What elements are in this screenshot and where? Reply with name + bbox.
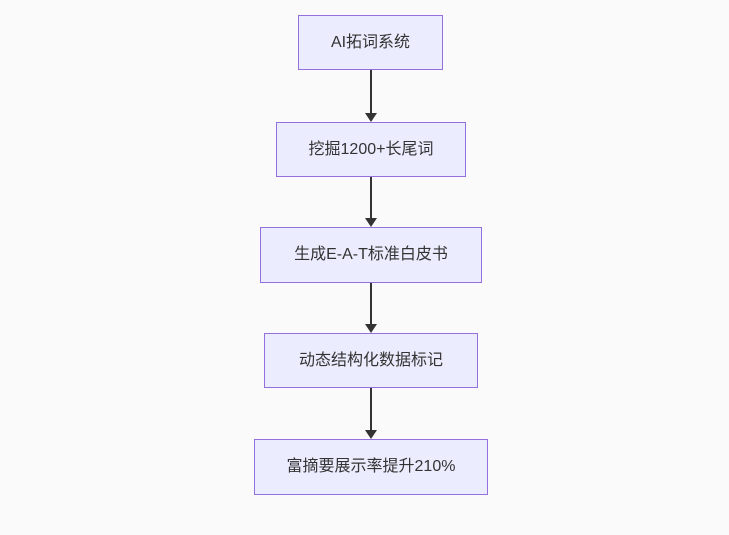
arrowhead-down-icon	[365, 324, 377, 333]
arrowhead-down-icon	[365, 218, 377, 227]
edge-line	[370, 177, 372, 218]
flowchart-node-mine-longtail-keywords: 挖掘1200+长尾词	[276, 122, 466, 177]
flowchart-node-dynamic-structured-data-markup: 动态结构化数据标记	[264, 333, 478, 388]
edge-line	[370, 388, 372, 430]
flowchart-node-generate-eat-whitepaper: 生成E-A-T标准白皮书	[260, 227, 482, 283]
edge-line	[370, 283, 372, 324]
flowchart-node-rich-snippet-rate-increase: 富摘要展示率提升210%	[254, 439, 488, 495]
arrowhead-down-icon	[365, 430, 377, 439]
arrowhead-down-icon	[365, 113, 377, 122]
edge-line	[370, 70, 372, 113]
flowchart-node-ai-word-expansion-system: AI拓词系统	[298, 15, 443, 70]
